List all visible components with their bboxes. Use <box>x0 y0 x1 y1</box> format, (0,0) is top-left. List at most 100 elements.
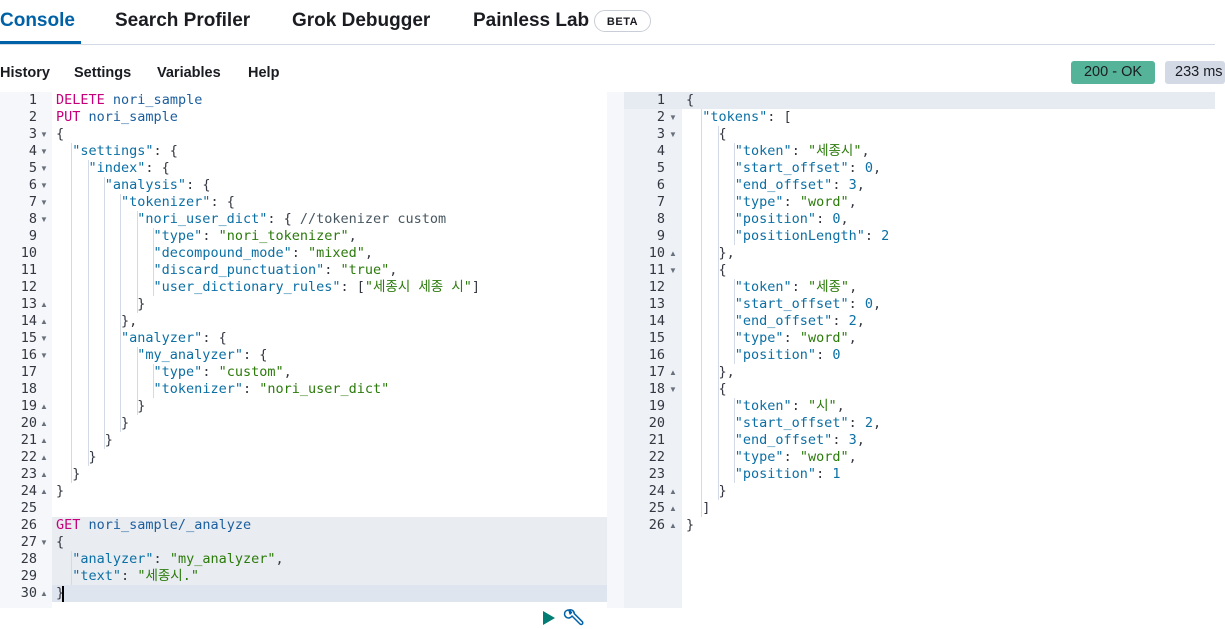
indent-guide <box>71 143 73 483</box>
fold-down-icon[interactable]: ▼ <box>40 181 48 190</box>
wrench-icon[interactable] <box>563 607 585 629</box>
code-token: "position" <box>734 211 817 227</box>
code-token <box>686 211 735 227</box>
response-code[interactable]: { "tokens": [ { "token": "세종시", "start_o… <box>682 92 1215 608</box>
code-token: ] <box>686 500 711 516</box>
code-token: "text" <box>72 568 122 584</box>
fold-down-icon[interactable]: ▼ <box>40 198 48 207</box>
code-token: : { <box>153 143 178 159</box>
indent-guide <box>733 279 735 364</box>
code-token: : { <box>202 330 227 346</box>
code-token <box>686 194 735 210</box>
code-token: , <box>849 279 858 295</box>
code-token: } <box>56 415 130 431</box>
fold-down-icon[interactable]: ▼ <box>669 385 677 394</box>
fold-up-icon[interactable]: ▲ <box>669 487 677 496</box>
code-token: : <box>202 364 219 380</box>
tab-painless-lab[interactable]: Painless Lab <box>473 10 590 31</box>
fold-up-icon[interactable]: ▲ <box>40 436 48 445</box>
editor-resize-divider[interactable] <box>607 92 624 608</box>
code-token: : <box>324 262 341 278</box>
code-token: , <box>836 398 845 414</box>
fold-down-icon[interactable]: ▼ <box>40 147 48 156</box>
line-number: 10 <box>648 245 665 261</box>
code-token: "type" <box>153 364 203 380</box>
code-token: : <box>816 347 833 363</box>
code-token: , <box>872 160 882 176</box>
code-line: "nori_user_dict": { //tokenizer custom <box>56 211 446 228</box>
tab-grok-debugger[interactable]: Grok Debugger <box>292 10 431 31</box>
fold-up-icon[interactable]: ▲ <box>669 368 677 377</box>
fold-up-icon[interactable]: ▲ <box>40 487 48 496</box>
fold-down-icon[interactable]: ▼ <box>40 215 48 224</box>
line-number: 29 <box>20 568 37 584</box>
indent-guide <box>120 194 122 432</box>
line-number: 16 <box>20 347 37 363</box>
fold-down-icon[interactable]: ▼ <box>669 266 677 275</box>
code-token: "세종시." <box>137 568 199 584</box>
code-token <box>105 92 113 108</box>
code-token: : [ <box>767 109 792 125</box>
fold-up-icon[interactable]: ▲ <box>40 300 48 309</box>
code-line: "start_offset": 0, <box>686 296 881 313</box>
indent-guide <box>136 211 138 313</box>
code-token <box>56 211 137 227</box>
fold-up-icon[interactable]: ▲ <box>669 249 677 258</box>
fold-up-icon[interactable]: ▲ <box>669 521 677 530</box>
fold-down-icon[interactable]: ▼ <box>40 351 48 360</box>
code-token: } <box>56 466 81 482</box>
fold-up-icon[interactable]: ▲ <box>40 453 48 462</box>
code-line: { <box>56 126 64 143</box>
text-cursor <box>62 586 64 602</box>
fold-down-icon[interactable]: ▼ <box>40 538 48 547</box>
line-number: 3 <box>656 126 665 142</box>
code-token: }, <box>686 245 735 261</box>
line-number: 7 <box>656 194 665 210</box>
tab-console[interactable]: Console <box>0 10 75 31</box>
line-number: 22 <box>648 449 665 465</box>
fold-up-icon[interactable]: ▲ <box>40 317 48 326</box>
fold-up-icon[interactable]: ▲ <box>40 470 48 479</box>
fold-down-icon[interactable]: ▼ <box>40 334 48 343</box>
response-editor[interactable]: { "tokens": [ { "token": "세종시", "start_o… <box>624 92 1215 608</box>
code-token <box>686 143 735 159</box>
code-token: 2 <box>881 228 890 244</box>
code-line: "end_offset": 3, <box>686 432 865 449</box>
line-number: 28 <box>20 551 37 567</box>
code-token: : <box>783 449 800 465</box>
code-token: "type" <box>734 449 784 465</box>
fold-up-icon[interactable]: ▲ <box>669 504 677 513</box>
code-token: , <box>856 432 865 448</box>
code-token: "tokenizer" <box>121 194 211 210</box>
fold-down-icon[interactable]: ▼ <box>669 113 677 122</box>
line-number: 23 <box>20 466 37 482</box>
code-token: : { <box>242 347 268 363</box>
code-line: "type": "word", <box>686 449 857 466</box>
fold-down-icon[interactable]: ▼ <box>669 130 677 139</box>
code-line: "type": "nori_tokenizer", <box>56 228 357 245</box>
fold-up-icon[interactable]: ▲ <box>40 419 48 428</box>
play-icon[interactable] <box>542 610 556 626</box>
code-token: : { <box>210 194 235 210</box>
code-token: 0 <box>832 347 841 363</box>
code-line: } <box>56 483 64 500</box>
code-line: } <box>56 398 145 415</box>
line-number: 15 <box>648 330 665 346</box>
line-number: 12 <box>648 279 665 295</box>
fold-up-icon[interactable]: ▲ <box>40 402 48 411</box>
settings-button[interactable]: Settings <box>74 65 132 81</box>
code-token: "word" <box>799 194 849 210</box>
help-button[interactable]: Help <box>248 65 280 81</box>
line-number: 10 <box>20 245 37 261</box>
tab-search-profiler[interactable]: Search Profiler <box>115 10 251 31</box>
line-number: 25 <box>648 500 665 516</box>
code-token: { <box>56 534 65 550</box>
history-button[interactable]: History <box>0 65 50 81</box>
fold-up-icon[interactable]: ▲ <box>40 589 48 598</box>
code-line: "start_offset": 2, <box>686 415 881 432</box>
fold-down-icon[interactable]: ▼ <box>40 130 48 139</box>
variables-button[interactable]: Variables <box>157 65 221 81</box>
fold-down-icon[interactable]: ▼ <box>40 164 48 173</box>
